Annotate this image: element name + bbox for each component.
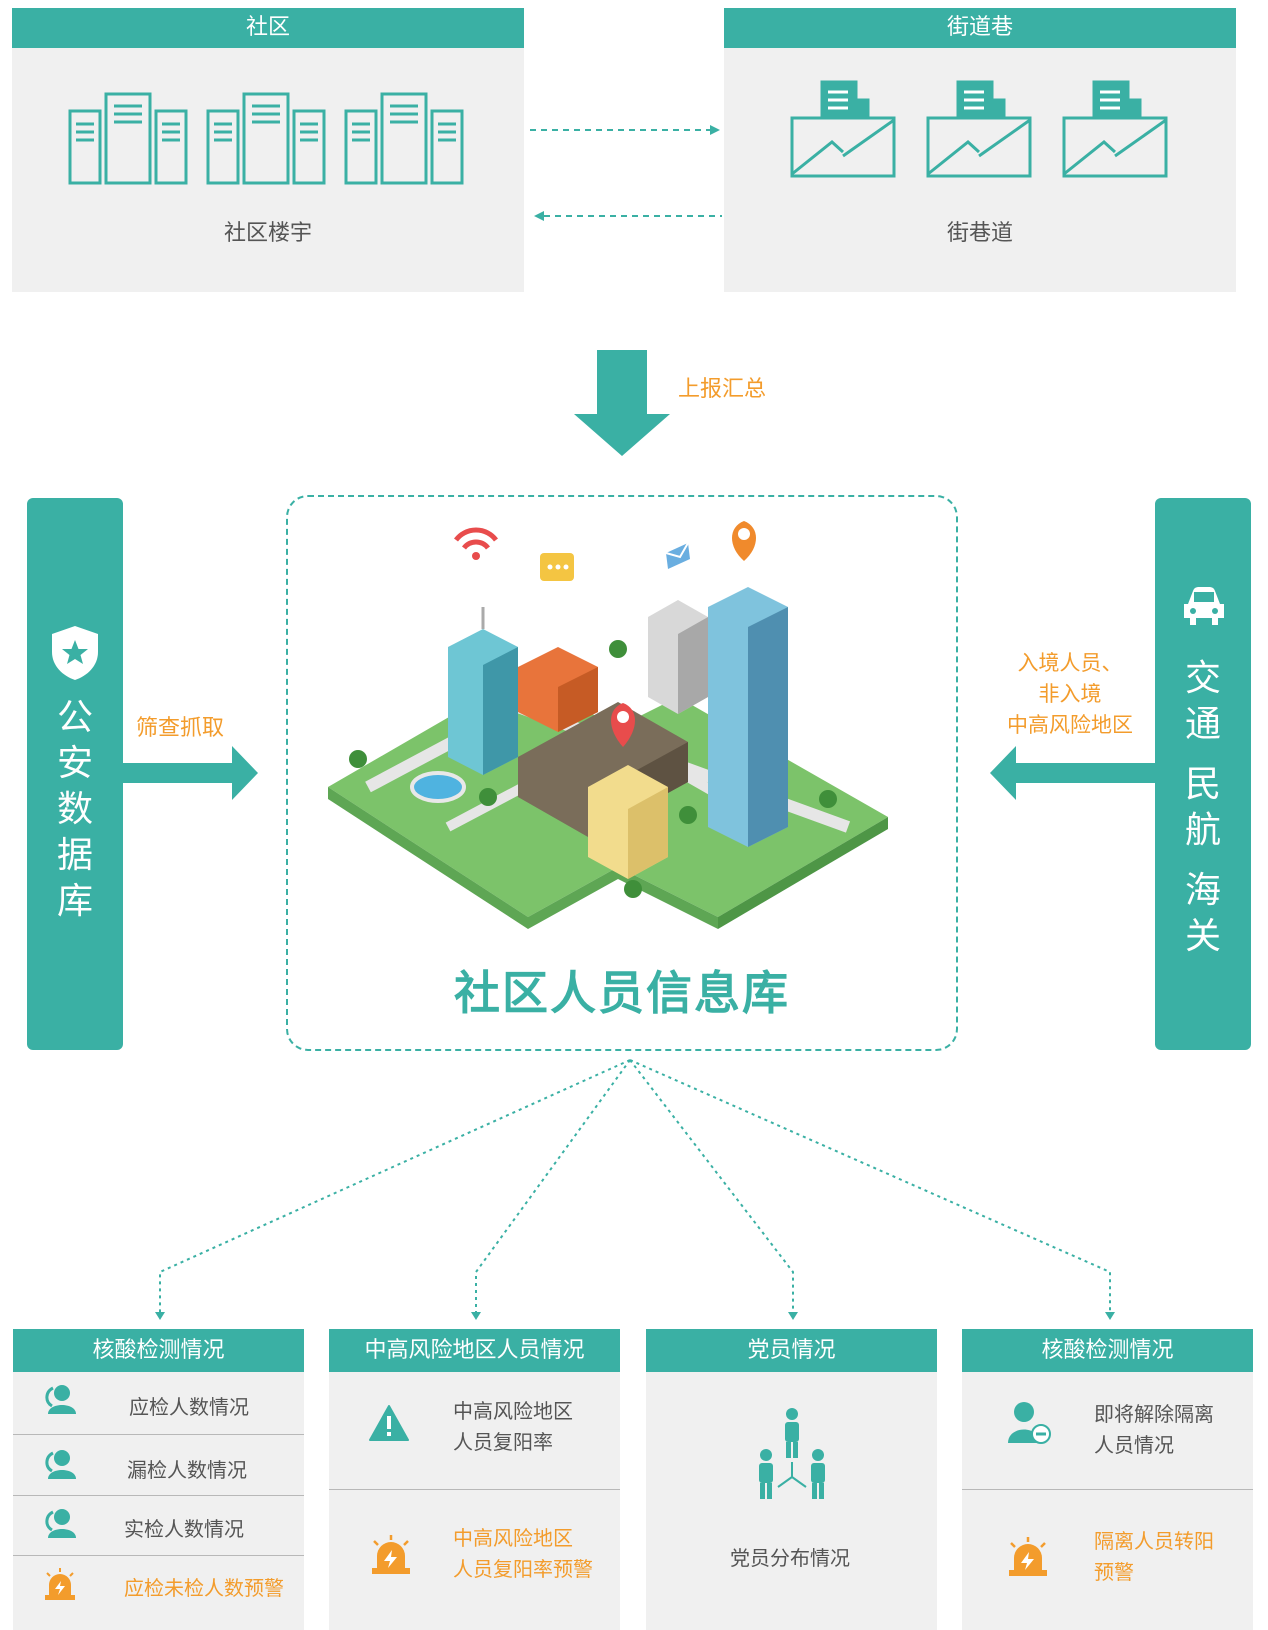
mail-document-icon bbox=[926, 80, 1032, 178]
row-label-warning: 应检未检人数预警 bbox=[124, 1576, 284, 1600]
card-header: 党员情况 bbox=[646, 1329, 937, 1372]
arrow-left-icon bbox=[534, 211, 544, 221]
center-title: 社区人员信息库 bbox=[454, 966, 790, 1020]
person-icon bbox=[45, 1385, 76, 1414]
people-network-icon bbox=[759, 1408, 825, 1499]
report-label: 上报汇总 bbox=[678, 377, 767, 402]
police-title-char: 公 bbox=[56, 697, 93, 738]
row-label: 党员分布情况 bbox=[730, 1546, 850, 1570]
mail-document-icon bbox=[790, 80, 896, 178]
transport-title-char: 海 bbox=[1184, 870, 1221, 911]
card-header: 核酸检测情况 bbox=[962, 1329, 1253, 1372]
police-title-char: 安 bbox=[56, 743, 93, 784]
police-title-char: 库 bbox=[56, 881, 93, 922]
building-icon bbox=[344, 92, 464, 185]
transport-title-char: 交 bbox=[1184, 658, 1221, 699]
mail-document-icon bbox=[1062, 80, 1168, 178]
mail-icon bbox=[665, 542, 690, 569]
person-icon bbox=[45, 1450, 76, 1479]
row-label: 中高风险地区 人员复阳率 bbox=[453, 1399, 573, 1454]
row-label: 应检人数情况 bbox=[129, 1395, 249, 1419]
row-label: 漏检人数情况 bbox=[127, 1458, 247, 1482]
alarm-icon bbox=[45, 1568, 75, 1600]
report-down-arrow bbox=[574, 350, 670, 456]
transport-title-char: 航 bbox=[1184, 810, 1221, 851]
location-pin-icon bbox=[611, 703, 635, 747]
row-label-warning: 隔离人员转阳 预警 bbox=[1094, 1529, 1214, 1584]
screening-label: 筛查抓取 bbox=[136, 716, 225, 741]
entry-label-line: 中高风险地区 bbox=[1007, 713, 1133, 737]
card-header: 核酸检测情况 bbox=[13, 1329, 304, 1372]
streets-header: 街道巷 bbox=[724, 8, 1236, 48]
wifi-icon bbox=[454, 527, 498, 560]
row-label: 实检人数情况 bbox=[124, 1517, 244, 1541]
streets-caption: 街巷道 bbox=[946, 221, 1013, 246]
card-quarantine: 核酸检测情况 即将解除隔离 人员情况 隔离人员转阳 预警 bbox=[962, 1329, 1253, 1630]
chat-icon bbox=[540, 553, 574, 581]
building-icon bbox=[206, 92, 326, 185]
entry-label: 入境人员、 非入境 中高风险地区 bbox=[990, 648, 1150, 741]
police-title-char: 据 bbox=[56, 835, 93, 876]
card-header: 中高风险地区人员情况 bbox=[329, 1329, 620, 1372]
arrow-right-icon bbox=[710, 125, 720, 135]
exchange-arrows bbox=[530, 125, 722, 221]
alarm-icon bbox=[372, 1535, 410, 1574]
row-label: 即将解除隔离 人员情况 bbox=[1094, 1402, 1214, 1457]
person-icon bbox=[45, 1509, 76, 1538]
entry-label-line: 入境人员、 bbox=[1017, 651, 1123, 675]
transport-title-char: 通 bbox=[1184, 704, 1221, 745]
community-panel: 社区 社区楼宇 bbox=[12, 8, 524, 292]
transport-database-bar: 交 通 民 航 海 关 bbox=[1155, 498, 1251, 1050]
police-database-bar: 公 安 数 据 库 bbox=[27, 498, 123, 1050]
building-icons bbox=[68, 92, 464, 185]
community-caption: 社区楼宇 bbox=[223, 221, 312, 246]
screening-arrow bbox=[122, 746, 258, 800]
transport-title-char: 关 bbox=[1184, 916, 1221, 957]
distribution-connectors bbox=[155, 1059, 1115, 1320]
entry-label-line: 非入境 bbox=[1038, 682, 1102, 706]
car-icon bbox=[1184, 587, 1224, 625]
card-nucleic-test: 核酸检测情况 应检人数情况 漏检人数情况 实检人数情况 应检未检人数预警 bbox=[13, 1329, 304, 1630]
location-pin-icon bbox=[732, 521, 756, 561]
community-header: 社区 bbox=[12, 8, 524, 48]
transport-title-char: 民 bbox=[1184, 764, 1221, 805]
envelope-document-icons bbox=[790, 80, 1168, 178]
card-party-members: 党员情况 党员分布情况 bbox=[646, 1329, 937, 1630]
police-shield-icon bbox=[52, 626, 98, 680]
building-icon bbox=[68, 92, 188, 185]
card-high-risk: 中高风险地区人员情况 中高风险地区 人员复阳率 中高风险地区 人员复阳率预警 bbox=[329, 1329, 620, 1630]
row-label-warning: 中高风险地区 人员复阳率预警 bbox=[453, 1526, 593, 1581]
city-illustration bbox=[328, 521, 888, 929]
streets-panel: 街道巷 街巷道 bbox=[724, 8, 1236, 292]
community-info-database: 社区人员信息库 bbox=[286, 495, 958, 1051]
police-title-char: 数 bbox=[56, 789, 93, 830]
person-minus-icon bbox=[1008, 1402, 1051, 1444]
entry-arrow bbox=[990, 746, 1156, 800]
warning-icon bbox=[369, 1405, 409, 1441]
alarm-icon bbox=[1009, 1537, 1047, 1576]
